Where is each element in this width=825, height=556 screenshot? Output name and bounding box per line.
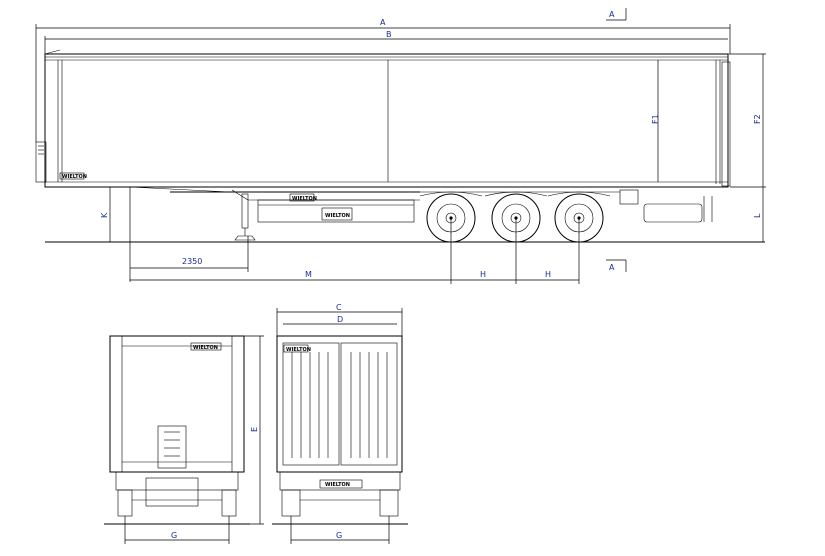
side-view: WIELTON WIELTON WIELTON [35,8,766,284]
dim-label-h2: H [545,270,551,279]
side-body-brand-plate [59,172,85,180]
front-view: WIELTON E G [104,335,264,544]
section-mark-top: A [609,10,615,19]
dim-label-l: L [753,213,762,218]
dim-label-e: E [250,427,259,432]
rear-door-left [282,342,340,466]
dim-label-k: K [100,212,109,218]
rear-door-brand-plate [283,344,309,353]
dim-label-c: C [336,303,342,312]
side-chassis-brand-text: WIELTON [292,196,317,202]
dim-label-g-front: G [171,531,177,540]
rear-view: WIELTON WIELTON C D G [272,303,408,544]
dim-label-d: D [337,315,343,324]
side-box-brand-text: WIELTON [325,213,350,219]
side-body-outline [44,53,729,188]
chassis-box [257,199,415,223]
rear-door-right [340,342,398,466]
dim-label-f2: F2 [753,114,762,124]
dim-label-m: M [305,270,312,279]
dim-label-b: B [386,30,392,39]
rear-bumper-brand-text: WIELTON [325,482,350,488]
front-brand-plate [190,342,222,351]
dim-label-a: A [380,18,386,27]
dim-label-h1: H [480,270,486,279]
coupling-plate [157,425,187,469]
side-body-brand-text: WIELTON [62,174,87,180]
rear-body-outline [276,335,403,473]
rear-bumper-plate [319,479,363,489]
section-mark-bottom: A [609,263,615,272]
front-brand-text: WIELTON [193,345,218,351]
dim-label-kingpin: 2350 [182,257,202,266]
front-body-outline [109,335,245,473]
dim-label-f1: F1 [651,114,660,124]
rear-bumper-box [643,203,703,223]
rear-door-brand-text: WIELTON [286,347,311,353]
side-box-plate [321,207,353,221]
dim-label-g-rear: G [336,531,342,540]
